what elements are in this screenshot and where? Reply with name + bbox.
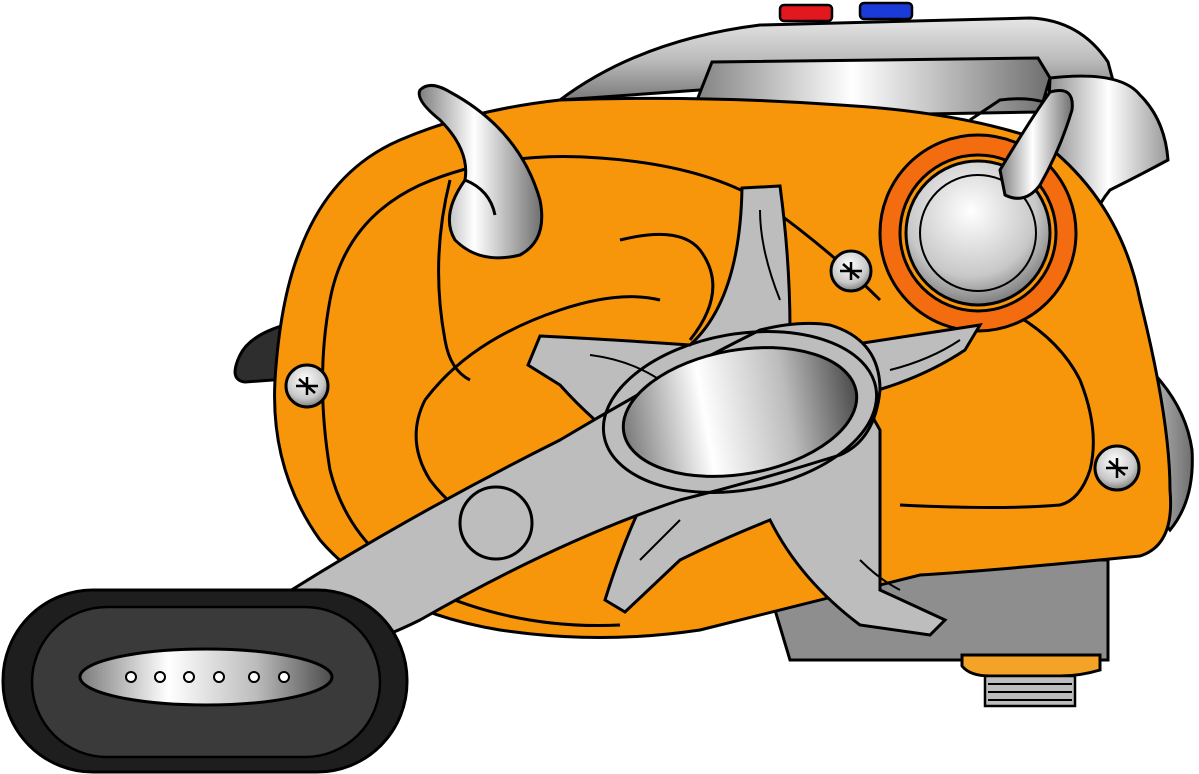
- blue-button[interactable]: [858, 1, 914, 21]
- knob-hole-icons: [125, 671, 290, 683]
- crank-handle-shape[interactable]: [256, 311, 889, 648]
- power-knob-shape[interactable]: [878, 89, 1078, 333]
- clutch-lever-shape[interactable]: [417, 84, 544, 260]
- screw-icon: [1093, 444, 1141, 492]
- screw-icon: [829, 249, 873, 293]
- red-button[interactable]: [778, 3, 834, 23]
- screw-icon: [284, 363, 330, 409]
- handle-knob[interactable]: [1, 588, 409, 774]
